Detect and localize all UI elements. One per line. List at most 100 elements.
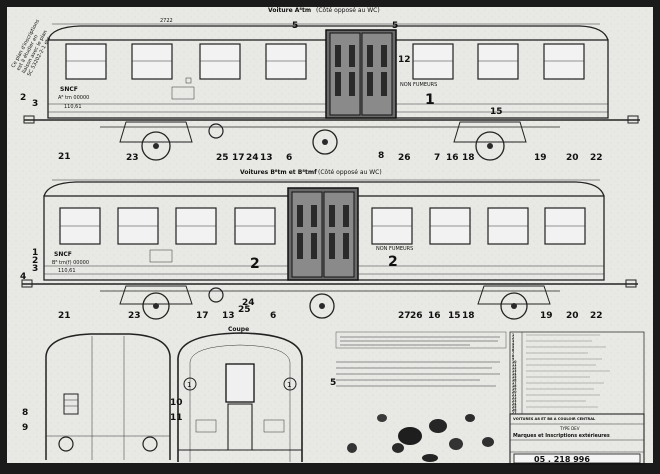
legend-number: 14 (512, 372, 517, 376)
callout: 26 (410, 311, 423, 321)
callout: 12 (398, 55, 411, 65)
callout: 8 (22, 408, 28, 418)
callout: 24 (242, 298, 255, 308)
legend-number: 6 (512, 348, 515, 352)
callout: 4 (20, 272, 26, 282)
title-block: VOITURES A8 ET B8 A COULOIR CENTRAL TYPE… (509, 413, 645, 465)
callout: 13 (260, 153, 273, 163)
window (477, 43, 519, 80)
car-b-elevation: Voitures B⁸tm et B⁸tmf (Côté opposé au W… (20, 169, 638, 321)
callout: 9 (22, 423, 28, 433)
car-b-fumeurs: NON FUMEURS (376, 246, 413, 252)
legend-number: 16 (512, 378, 517, 382)
car-b-number: B⁸ tm(f) 00000 (52, 260, 89, 266)
callout: 8 (378, 151, 384, 161)
callout: 17 (196, 311, 209, 321)
end-view-left: 8 9 (22, 333, 171, 460)
car-b-title: Voitures B⁸tm et B⁸tmf (240, 169, 317, 176)
car-b-class-numeral: 2 (388, 254, 398, 270)
drawing-number: 05 . 218 996 (534, 455, 590, 464)
legend-number: 15 (512, 375, 516, 379)
callout: 13 (222, 311, 235, 321)
legend-number: 4 (512, 342, 515, 346)
end-class-numeral: 1 (287, 381, 291, 389)
legend-number: 26 (512, 408, 517, 412)
callout: 25 (238, 305, 251, 315)
callout: 21 (58, 311, 71, 321)
callout: 22 (590, 311, 603, 321)
car-a-class-numeral: 1 (425, 92, 435, 108)
callout: 21 (58, 152, 71, 162)
legend-number: 11 (512, 363, 516, 367)
callout: 19 (534, 153, 547, 163)
legend-number: 23 (512, 399, 516, 403)
car-a-doors (325, 29, 397, 119)
callout: 25 (216, 153, 229, 163)
car-b-subtitle: (Côté opposé au WC) (318, 169, 382, 176)
callout: 15 (448, 311, 461, 321)
car-a-fumeurs: NON FUMEURS (400, 82, 437, 88)
callout: 16 (428, 311, 441, 321)
legend-number: 25 (512, 405, 516, 409)
callout: 7 (434, 153, 440, 163)
callout: 26 (398, 153, 411, 163)
car-b-weight: 110,61 (58, 268, 76, 274)
callout: 6 (286, 153, 292, 163)
callout: 3 (32, 264, 38, 274)
legend-number: 22 (512, 396, 516, 400)
window (543, 43, 585, 80)
callout: 20 (566, 153, 579, 163)
section-title: Coupe (228, 326, 249, 333)
legend-number: 20 (512, 390, 517, 394)
legend-number: 2 (512, 336, 514, 340)
title-subject: Marques et Inscriptions extérieures (513, 432, 610, 439)
callout: 18 (462, 153, 475, 163)
car-a-weight: 110,61 (64, 104, 82, 110)
window (65, 43, 107, 80)
car-a-sncf: SNCF (60, 86, 78, 93)
car-b-bogie-right (477, 285, 551, 320)
car-a-number: A⁸ tm 00000 (58, 95, 89, 101)
title-type: TYPE DEV (559, 426, 580, 431)
ink-stains (347, 414, 494, 462)
legend-number: 9 (512, 357, 515, 361)
legend-number: 13 (512, 369, 516, 373)
car-a-bogie-right (453, 121, 527, 161)
legend-number: 5 (512, 345, 514, 349)
legend-number: 8 (512, 354, 515, 358)
legend-number: 18 (512, 384, 517, 388)
car-a-bogie-left (119, 121, 193, 161)
callout: 18 (462, 311, 475, 321)
callout: 27 (398, 311, 411, 321)
callout: 20 (566, 311, 579, 321)
callout: 22 (590, 153, 603, 163)
car-b-bogie-left (119, 285, 193, 320)
window (199, 43, 241, 80)
callout: 5 (392, 21, 398, 31)
end-class-numeral: 1 (187, 381, 191, 389)
legend-number: 17 (512, 381, 516, 385)
legend-number: 10 (512, 360, 517, 364)
callout: 16 (446, 153, 459, 163)
window (265, 43, 307, 80)
title-header: VOITURES A8 ET B8 A COULOIR CENTRAL (513, 417, 596, 421)
callout: 15 (490, 107, 503, 117)
legend-number: 27 (512, 411, 516, 415)
legend-number: 12 (512, 366, 516, 370)
end-view-right: 1 1 10 11 5 (170, 332, 336, 462)
legend-number: 1 (512, 333, 514, 337)
car-b-sncf: SNCF (54, 251, 72, 258)
window (131, 43, 173, 80)
notes-block (335, 331, 507, 387)
callout: 3 (32, 99, 38, 109)
callout: 5 (292, 21, 298, 31)
callout: 2 (32, 256, 38, 266)
legend-number: 3 (512, 339, 514, 343)
callout: 17 (232, 153, 245, 163)
callout: 2 (20, 93, 26, 103)
car-b-doors (287, 187, 359, 281)
callout: 5 (330, 378, 336, 388)
